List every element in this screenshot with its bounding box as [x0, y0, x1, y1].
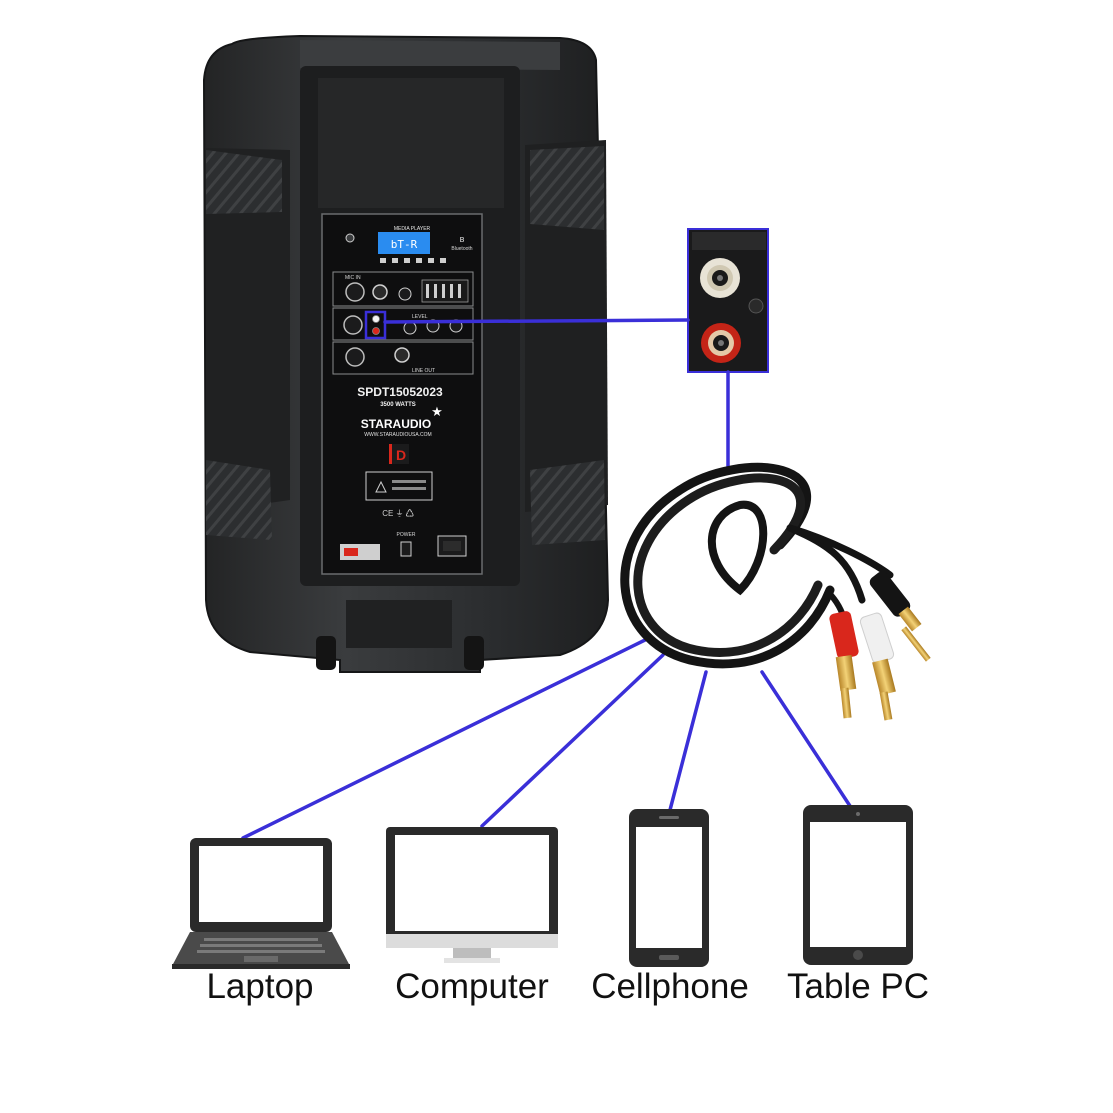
eq-sliders-icon[interactable] — [421, 279, 469, 303]
panel-header: MEDIA PLAYER — [394, 226, 431, 232]
warning-label — [365, 471, 433, 501]
media-button[interactable] — [380, 258, 386, 263]
wattage: 3500 WATTS — [380, 402, 416, 408]
laptop-icon — [172, 838, 350, 969]
xlr-output-icon[interactable] — [345, 347, 365, 367]
media-button[interactable] — [440, 258, 446, 263]
device-label-laptop: Laptop — [206, 967, 314, 1006]
media-button[interactable] — [416, 258, 422, 263]
rca-plug-red-icon — [829, 611, 859, 719]
speaker-wheels — [316, 600, 484, 670]
bluetooth-icon: ʙ — [460, 234, 465, 244]
certification-icons: CE ⏚ ♺ — [382, 508, 415, 518]
connector-lines — [241, 318, 852, 840]
class-d-badge — [389, 444, 409, 464]
svg-text:D: D — [396, 447, 406, 463]
usb-port-icon[interactable] — [345, 233, 355, 243]
media-button[interactable] — [404, 258, 410, 263]
media-button[interactable] — [428, 258, 434, 263]
cellphone-icon — [629, 809, 709, 967]
speaker-right-handle — [525, 140, 608, 512]
line-out-label: LINE OUT — [412, 368, 435, 374]
speaker-right-grip-top — [530, 146, 604, 230]
level-knob-icon[interactable] — [403, 321, 417, 335]
rca-input-highlight — [364, 310, 387, 340]
model-number: SPDT15052023 — [357, 385, 443, 399]
connector-line-to-computer — [480, 653, 665, 828]
aux-35mm-plug-icon — [869, 571, 931, 662]
media-display — [378, 232, 430, 254]
bluetooth-label: Bluetooth — [451, 246, 472, 252]
speaker-top-ledge — [300, 40, 560, 70]
jack-input-icon[interactable] — [372, 284, 388, 300]
media-display-text: bT-R — [391, 238, 418, 251]
gain-knob-icon[interactable] — [398, 287, 412, 301]
tablet-icon — [803, 805, 913, 965]
device-label-tablet: Table PC — [786, 967, 930, 1006]
device-label-cellphone: Cellphone — [591, 967, 749, 1006]
speaker-left-grip-bottom — [206, 460, 272, 540]
rca-closeup — [687, 228, 769, 373]
power-switch-icon[interactable] — [400, 541, 412, 557]
speaker: MEDIA PLAYER bT-R Bluetooth ʙ MIC IN — [202, 34, 610, 673]
media-buttons — [380, 258, 446, 263]
monitor-icon — [386, 827, 558, 963]
media-button[interactable] — [392, 258, 398, 263]
connector-line-to-tablet — [760, 670, 852, 808]
connector-line-panel-to-closeup — [383, 318, 690, 324]
jack-output-icon[interactable] — [394, 347, 410, 363]
brand-name: STARAUDIO — [361, 417, 431, 431]
rca-plug-white-icon — [859, 612, 896, 721]
amplifier-panel: MEDIA PLAYER bT-R Bluetooth ʙ MIC IN — [321, 213, 483, 575]
star-logo-icon: ★ — [431, 404, 443, 419]
brand-website: WWW.STARAUDIOUSA.COM — [364, 432, 431, 438]
mic-in-label: MIC IN — [345, 275, 361, 281]
xlr-combo-icon[interactable] — [343, 315, 363, 335]
connector-line-to-laptop — [241, 638, 647, 840]
device-label-computer: Computer — [395, 967, 549, 1006]
speaker-left-handle — [206, 148, 290, 512]
connector-line-to-cellphone — [668, 670, 708, 812]
speaker-right-grip-bottom — [530, 460, 605, 545]
power-label: POWER — [397, 532, 416, 538]
level-label: LEVEL — [412, 314, 428, 320]
rca-jack-red-icon[interactable] — [372, 327, 380, 335]
rca-jack-white-icon[interactable] — [372, 315, 380, 323]
speaker-left-grip-top — [206, 150, 282, 214]
xlr-input-icon[interactable] — [345, 282, 365, 302]
